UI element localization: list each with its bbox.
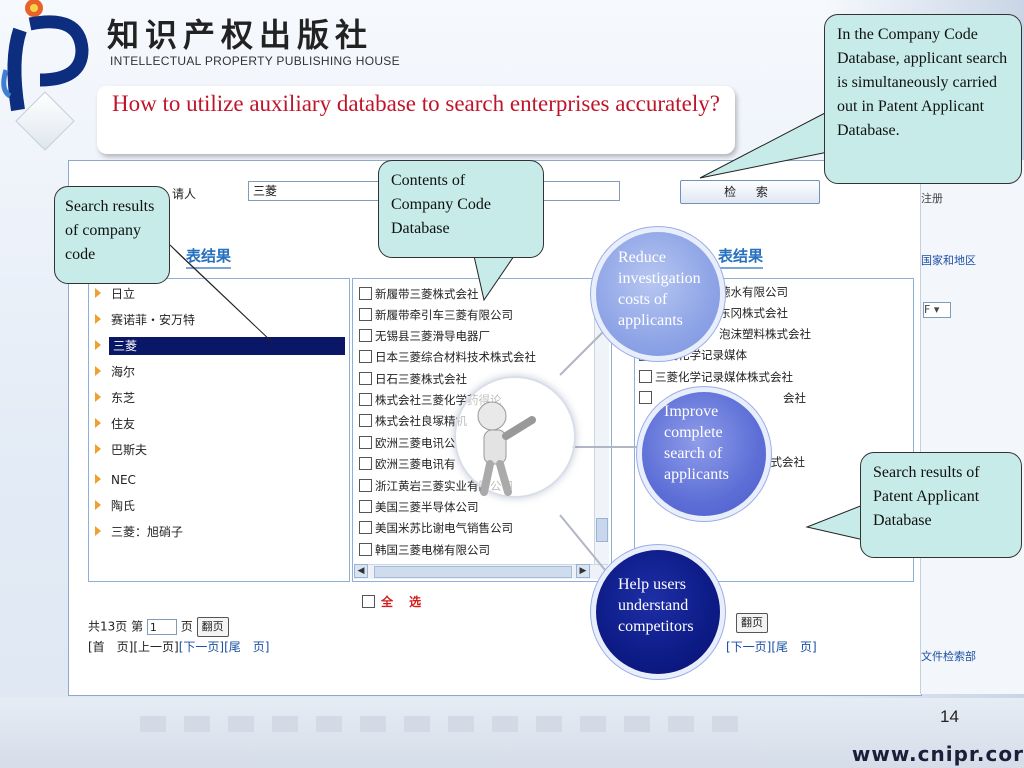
checkbox-item[interactable]: 日本三菱综合材料技术株式会社 [359,348,536,366]
figure-hub [454,376,576,498]
doc-search-link[interactable]: 文件检索部 [921,650,976,663]
next-page-link[interactable]: [下一页] [178,640,225,654]
list-item[interactable]: 三菱：旭硝子 [95,523,183,541]
next-page-link[interactable]: [下一页] [726,640,772,654]
benefit-understand-competitors: Help users understand competitors [596,550,720,674]
checkbox-item[interactable]: 新履带三菱株式会社 [359,285,479,303]
vertical-scrollbar[interactable] [594,282,609,564]
left-pager: 共13页 第 1 页 翻页 [88,617,229,637]
scroll-right-arrow-icon[interactable]: ▶ [576,564,590,578]
list-item[interactable]: 东芝 [95,389,135,407]
pager-suffix: 页 [180,619,193,634]
checkbox-item[interactable]: 德水有限公司 [719,285,788,299]
option-select[interactable]: F ▾ [923,302,951,318]
checkbox-item[interactable]: 泡沫塑料株式会社 [719,327,811,341]
applicant-label: 请人 [172,187,197,201]
checkbox-item[interactable]: 无锡县三菱滑导电器厂 [359,327,490,345]
page-number: 14 [940,707,959,726]
publisher-name-cn: 知识产权出版社 [107,16,374,54]
bottom-band [0,698,1024,768]
list-item[interactable]: 住友 [95,415,135,433]
list-item[interactable]: 日立 [95,285,135,303]
prev-page-link[interactable]: [上一页] [133,640,179,654]
checkbox-item[interactable]: 三菱化学记录媒体株式会社 [639,368,793,386]
turn-page-button[interactable]: 翻页 [196,617,229,637]
last-page-link[interactable]: [尾 页] [771,640,817,654]
right-pager-links: [下一页][尾 页] [726,638,817,655]
benefit-improve-search: Improve complete search of applicants [642,392,766,516]
list-item-selected[interactable]: 三菱 [95,337,345,355]
scroll-left-arrow-icon[interactable]: ◀ [354,564,368,578]
list-item[interactable]: 陶氏 [95,497,135,515]
publisher-logo-icon [1,0,89,112]
footer-url[interactable]: www.cnipr.cor [851,742,1024,766]
checkbox-item[interactable]: 新履带牵引车三菱有限公司 [359,306,513,324]
publisher-name-en: INTELLECTUAL PROPERTY PUBLISHING HOUSE [110,54,400,68]
callout-search-results-patent: Search results of Patent Applicant Datab… [860,452,1022,558]
checkbox-item[interactable]: 美国米苏比谢电气销售公司 [359,519,513,537]
checkbox-item[interactable]: 株式会社良塚精机 [359,412,467,430]
slide-title: How to utilize auxiliary database to sea… [112,91,720,116]
side-strip: 注册 国家和地区 F ▾ 文件检索部 [920,160,1024,694]
checkbox-item[interactable]: 美国三菱半导体公司 [359,498,479,516]
horizontal-scroll-thumb[interactable] [374,566,572,578]
select-all[interactable]: 全 选 [362,593,427,610]
person-figure-icon [477,401,536,496]
checkbox-item[interactable]: 欧洲三菱电讯有 [359,455,456,473]
checkbox-item[interactable]: 会社 [639,389,806,407]
checkbox-item[interactable]: 东冈株式会社 [719,306,788,320]
checkbox-item[interactable]: 欧洲三菱电讯公 [359,434,456,452]
register-link[interactable]: 注册 [921,192,943,205]
list-item[interactable]: 赛诺菲・安万特 [95,311,195,329]
last-page-link[interactable]: [尾 页] [224,640,270,654]
left-pager-links: [首 页][上一页][下一页][尾 页] [88,638,270,655]
list-item[interactable]: 巴斯夫 [95,441,147,459]
checkbox-item[interactable]: 株式会社 [759,455,805,469]
right-panel-title: 表结果 [718,245,764,269]
turn-page-button[interactable]: 翻页 [736,613,768,633]
checkbox-item[interactable]: 韩国三菱电梯有限公司 [359,541,490,559]
page-input[interactable]: 1 [146,619,177,635]
callout-company-code-db: In the Company Code Database, applicant … [824,14,1022,184]
pager-total: 共13页 第 [88,619,144,634]
checkbox-item[interactable]: 日石三菱株式会社 [359,370,467,388]
list-item[interactable]: NEC [95,471,136,489]
vertical-scroll-thumb[interactable] [596,518,608,542]
first-page-link[interactable]: [首 页] [88,640,134,654]
countries-link[interactable]: 国家和地区 [921,254,976,267]
title-box [97,86,735,154]
benefit-reduce-costs: Reduce investigation costs of applicants [596,232,720,356]
left-panel-title: 表结果 [186,245,232,269]
right-pager: 翻页 [736,613,768,633]
callout-search-results-company: Search results of company code [54,186,170,284]
bottom-decoration [140,716,738,732]
search-button[interactable]: 检 索 [680,180,820,204]
list-item[interactable]: 海尔 [95,363,135,381]
company-code-results-list: 日立 赛诺菲・安万特 三菱 海尔 东芝 住友 巴斯夫 NEC 陶氏 三菱：旭硝子 [88,278,350,582]
callout-contents-company-db: Contents of Company Code Database [378,160,544,258]
